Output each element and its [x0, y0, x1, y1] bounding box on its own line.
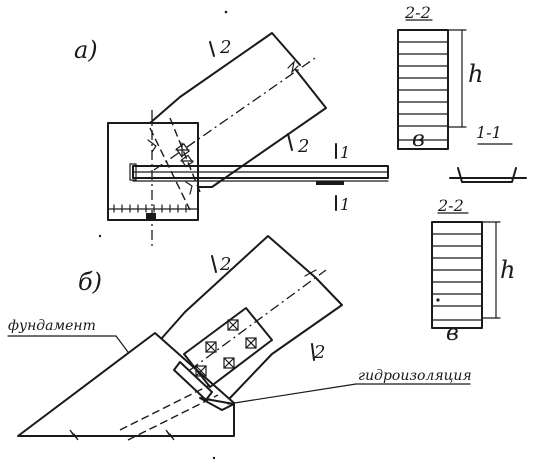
section-2-lower-a: 2 [287, 133, 309, 157]
section-2-2-top-title: 2-2 [404, 3, 431, 22]
inclined-member [149, 32, 327, 211]
section-2-2-bottom-h: h [500, 256, 515, 284]
section-2-2-top-h: h [468, 60, 483, 88]
bolt-cluster-a [147, 139, 194, 195]
waterproofing-callout: гидроизоляция [227, 368, 472, 405]
section-2-upper-b-text: 2 [219, 254, 231, 275]
section-2-upper-a: 2 [209, 37, 231, 58]
section-2-2-bottom-b: в [446, 321, 459, 346]
bolts-b [195, 319, 257, 377]
view-b: б) [7, 235, 472, 441]
section-1-top-text: 1 [340, 143, 350, 162]
section-2-lower-b: 2 [311, 342, 325, 363]
waterproofing-label: гидроизоляция [358, 368, 472, 384]
section-2-upper-a-text: 2 [219, 37, 231, 58]
horizontal-beam [129, 163, 389, 185]
section-2-2-top-b: в [412, 127, 425, 152]
view-b-label: б) [78, 268, 102, 296]
foundation-label: фундамент [8, 318, 96, 334]
foundation-callout: фундамент [7, 318, 129, 353]
section-2-upper-b: 2 [211, 254, 231, 275]
section-2-2-top: 2-2 h в [397, 3, 483, 152]
section-2-2-bottom-hatch [431, 233, 483, 307]
section-1-1-title: 1-1 [476, 123, 502, 142]
base-plate-hatch [113, 204, 187, 213]
section-2-lower-b-text: 2 [313, 342, 325, 363]
section-1-bottom-text: 1 [340, 195, 350, 214]
section-1-1: 1-1 [449, 123, 527, 183]
section-2-2-bottom: 2-2 h в [431, 196, 515, 346]
connection-plate [173, 307, 273, 411]
section-2-2-top-hatch [397, 41, 449, 127]
view-a: а) [74, 32, 389, 250]
section-2-2-bottom-title: 2-2 [437, 196, 464, 215]
section-1-marks-a: 1 1 [335, 143, 350, 214]
view-a-label: а) [74, 36, 98, 64]
section-2-lower-a-text: 2 [297, 136, 309, 157]
inclined-member-b [161, 235, 343, 399]
